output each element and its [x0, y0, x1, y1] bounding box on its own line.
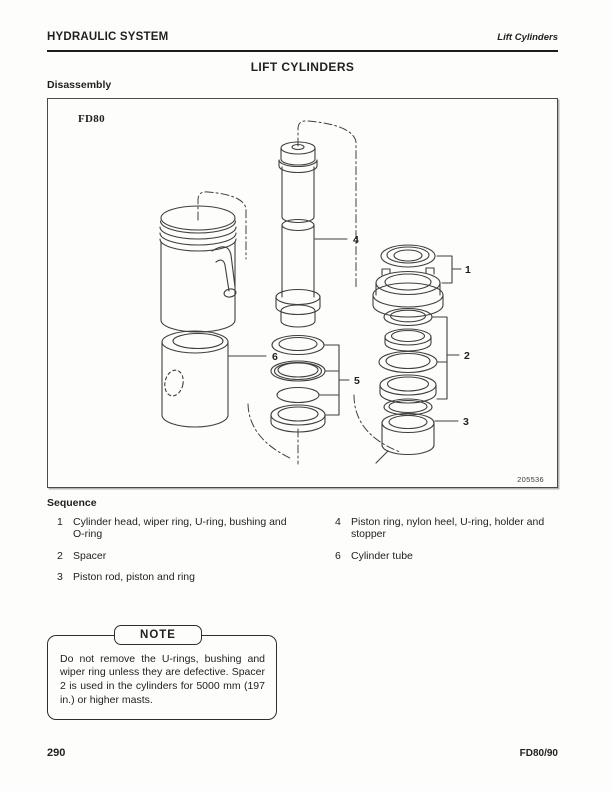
- figure-number: 205536: [517, 475, 544, 484]
- callout-2: 2: [464, 350, 470, 362]
- callout-1: 1: [465, 264, 471, 276]
- head-seal-group-drawing: [372, 244, 462, 318]
- cylinder-head-drawing: [159, 205, 237, 333]
- sequence-list: 1 Cylinder head, wiper ring, U-ring, bus…: [47, 516, 558, 593]
- seal-stack-drawing: [270, 334, 350, 433]
- page-footer: 290 FD80/90: [47, 747, 558, 759]
- piston-rod-drawing: [275, 141, 348, 328]
- chapter-title: HYDRAULIC SYSTEM: [47, 31, 169, 43]
- callout-6: 6: [272, 351, 278, 363]
- note-text: Do not remove the U-rings, bushing and w…: [60, 652, 265, 707]
- sequence-item-3: 3 Piston rod, piston and ring: [47, 571, 325, 583]
- sequence-heading: Sequence: [47, 497, 97, 509]
- sequence-item-number: 1: [57, 516, 63, 528]
- sequence-item-number: 4: [335, 516, 341, 528]
- sequence-item-text: Spacer: [73, 549, 107, 562]
- disassembly-heading: Disassembly: [47, 79, 112, 91]
- page-number: 290: [47, 747, 66, 759]
- footer-model: FD80/90: [519, 748, 558, 759]
- callout-leader: [319, 344, 350, 416]
- model-label: FD80: [78, 113, 105, 125]
- sequence-item-6: 6 Cylinder tube: [325, 550, 558, 562]
- sequence-item-text: Piston rod, piston and ring: [73, 571, 195, 584]
- sequence-column-right: 4 Piston ring, nylon heel, U-ring, holde…: [325, 516, 558, 593]
- note-label: NOTE: [114, 624, 202, 645]
- sequence-item-1: 1 Cylinder head, wiper ring, U-ring, bus…: [47, 516, 325, 541]
- exploded-view-figure: FD80 205536: [47, 98, 558, 488]
- sequence-item-number: 6: [335, 549, 341, 562]
- callout-4: 4: [353, 234, 359, 246]
- page-header: HYDRAULIC SYSTEM Lift Cylinders: [47, 31, 558, 43]
- callout-leader: [432, 316, 460, 400]
- section-title: Lift Cylinders: [497, 32, 558, 43]
- exploded-view-diagram: 1 2 3 4 5 6: [159, 120, 471, 465]
- sequence-column-left: 1 Cylinder head, wiper ring, U-ring, bus…: [47, 516, 325, 593]
- sequence-item-4: 4 Piston ring, nylon heel, U-ring, holde…: [325, 516, 558, 541]
- sequence-item-2: 2 Spacer: [47, 550, 325, 562]
- header-rule: [47, 50, 558, 52]
- page-title: LIFT CYLINDERS: [250, 60, 355, 74]
- callout-3: 3: [463, 416, 469, 428]
- sequence-item-text: Piston ring, nylon heel, U-ring, holder …: [351, 516, 545, 541]
- sequence-item-number: 2: [57, 549, 63, 562]
- piston-drawing: [375, 412, 459, 464]
- assembly-centerlines: [197, 120, 401, 465]
- cylinder-tube-drawing: [161, 330, 267, 428]
- sequence-item-number: 3: [57, 571, 63, 584]
- sequence-item-text: Cylinder tube: [351, 549, 413, 562]
- piston-seal-group-drawing: [378, 307, 460, 416]
- callout-leader: [436, 255, 462, 284]
- callout-5: 5: [354, 375, 360, 387]
- sequence-item-text: Cylinder head, wiper ring, U-ring, bushi…: [73, 516, 287, 541]
- note-box: NOTE Do not remove the U-rings, bushing …: [47, 624, 277, 720]
